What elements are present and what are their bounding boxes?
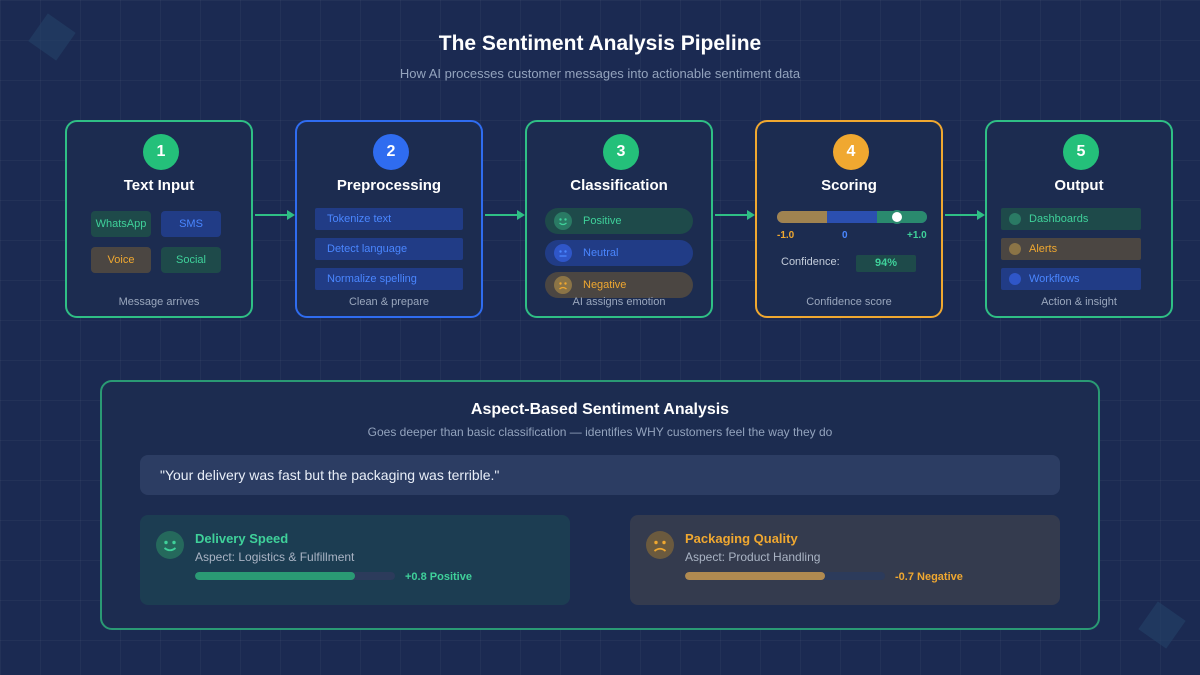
step-title: Text Input [123,177,195,194]
step-preprocessing-card: 2 Preprocessing Tokenize text Detect lan… [295,120,483,318]
neutral-face-icon [554,244,572,262]
panel-subtitle: Goes deeper than basic classification — … [367,425,833,439]
aspect-card-packaging-quality: Packaging Quality Aspect: Product Handli… [630,515,1060,605]
confidence-label: Confidence: [781,256,840,268]
scale-marker [890,210,904,224]
happy-face-icon [156,531,184,559]
aspect-score-fill [195,572,355,580]
channel-chip-whatsapp: WhatsApp [91,211,151,237]
aspect-name: Packaging Quality [685,531,798,546]
channel-chip-social: Social [161,247,221,273]
aspect-score-fill [685,572,825,580]
output-dashboards: Dashboards [1001,208,1141,230]
aspect-based-panel: Aspect-Based Sentiment Analysis Goes dee… [100,380,1100,630]
sad-face-icon [646,531,674,559]
task-detect-language: Detect language [315,238,463,260]
scale-negative-segment [777,211,827,223]
step-caption: Clean & prepare [348,296,430,308]
step-caption: AI assigns emotion [572,296,666,308]
class-pill-positive: Positive [545,208,693,234]
output-workflows: Workflows [1001,268,1141,290]
flow-arrow-4 [945,210,985,220]
aspect-score-label: -0.7 Negative [895,571,963,583]
step-caption: Confidence score [806,296,892,308]
output-label: Workflows [1029,273,1080,285]
scale-mid-label: 0 [842,230,848,241]
class-label: Negative [583,279,627,291]
step-title: Scoring [821,177,877,194]
output-alerts: Alerts [1001,238,1141,260]
class-pill-negative: Negative [545,272,693,298]
aspect-score-track [195,572,395,580]
panel-title: Aspect-Based Sentiment Analysis [470,401,730,418]
aspect-score-track [685,572,885,580]
step-title: Classification [570,177,668,194]
channel-chip-voice: Voice [91,247,151,273]
class-label: Neutral [583,247,619,259]
step-output-card: 5 Output Dashboards Alerts Workflows Act… [985,120,1173,318]
page-title: The Sentiment Analysis Pipeline [438,32,762,55]
step-number-badge: 4 [833,134,869,170]
task-tokenize: Tokenize text [315,208,463,230]
step-scoring-card: 4 Scoring -1.0 0 +1.0 Confidence: 94% Co… [755,120,943,318]
step-text-input-card: 1 Text Input WhatsApp SMS Voice Social M… [65,120,253,318]
step-number-badge: 3 [603,134,639,170]
flow-arrow-2 [485,210,525,220]
class-pill-neutral: Neutral [545,240,693,266]
output-label: Alerts [1029,243,1058,255]
step-classification-card: 3 Classification Positive Neutral Negati… [525,120,713,318]
step-number-badge: 1 [143,134,179,170]
aspect-category: Aspect: Product Handling [685,550,821,564]
step-number-badge: 5 [1063,134,1099,170]
output-label: Dashboards [1029,213,1089,225]
confidence-value: 94% [856,255,916,272]
class-label: Positive [583,215,622,227]
step-title: Preprocessing [336,177,442,194]
step-number-badge: 2 [373,134,409,170]
dashboards-dot-icon [1009,213,1021,225]
decorative-square-bottom-right [1138,601,1186,649]
step-caption: Action & insight [1041,296,1117,308]
channel-chip-sms: SMS [161,211,221,237]
step-title: Output [1054,177,1104,194]
task-normalize-spelling: Normalize spelling [315,268,463,290]
aspect-card-delivery-speed: Delivery Speed Aspect: Logistics & Fulfi… [140,515,570,605]
example-quote: "Your delivery was fast but the packagin… [140,455,1060,495]
scale-min-label: -1.0 [777,230,795,241]
alerts-dot-icon [1009,243,1021,255]
aspect-category: Aspect: Logistics & Fulfillment [195,550,355,564]
aspect-name: Delivery Speed [195,531,289,546]
scale-max-label: +1.0 [907,230,927,241]
workflows-dot-icon [1009,273,1021,285]
page-subtitle: How AI processes customer messages into … [399,66,801,81]
happy-face-icon [554,212,572,230]
flow-arrow-1 [255,210,295,220]
sad-face-icon [554,276,572,294]
flow-arrow-3 [715,210,755,220]
aspect-score-label: +0.8 Positive [405,571,472,583]
step-caption: Message arrives [118,296,200,308]
sentiment-scale-bar [777,211,927,223]
